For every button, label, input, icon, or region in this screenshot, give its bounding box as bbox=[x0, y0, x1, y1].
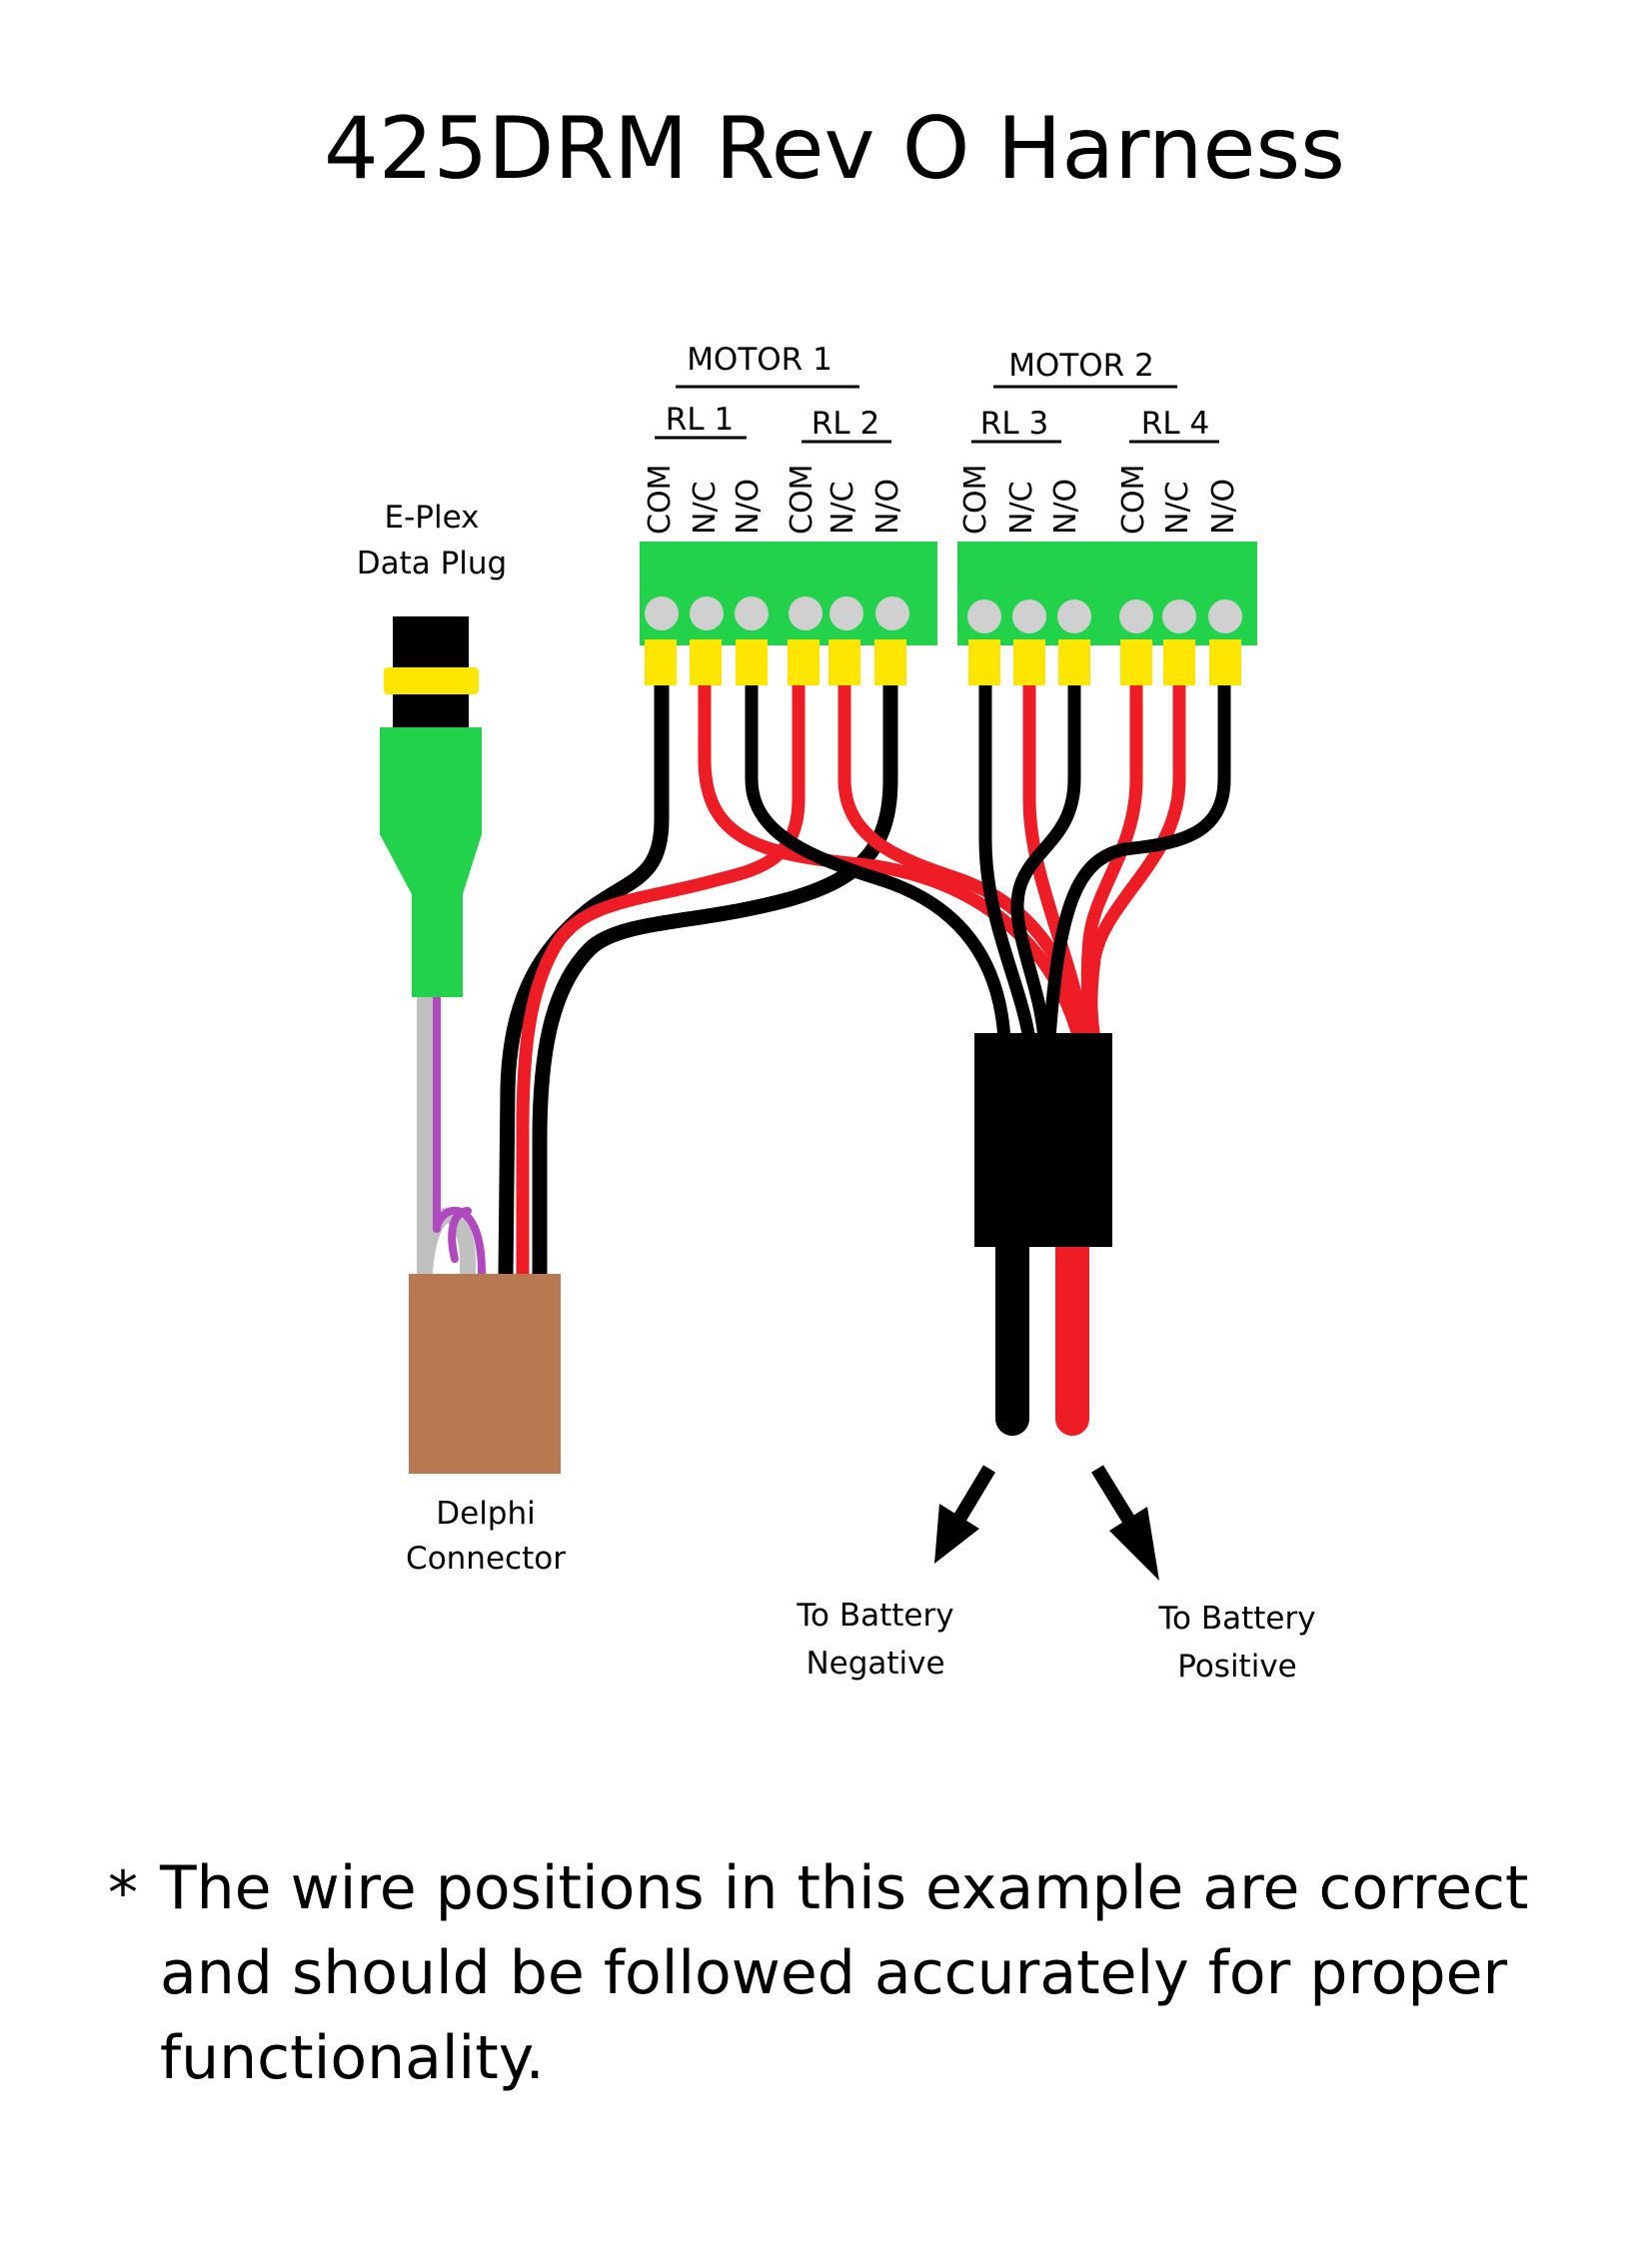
black-wire-com-3 bbox=[978, 672, 1036, 1046]
crimp-terminal bbox=[874, 639, 906, 685]
crimp-terminals bbox=[645, 639, 1241, 685]
pin-label-11: N/C bbox=[1160, 482, 1195, 536]
motor-1-label: MOTOR 1 bbox=[687, 342, 832, 378]
eplex-label-line-2: Data Plug bbox=[357, 546, 508, 581]
screw-terminal bbox=[1012, 599, 1046, 633]
pin-label-5: N/C bbox=[825, 482, 860, 536]
crimp-terminal bbox=[828, 639, 860, 685]
battery-negative-label-line-1: To Battery bbox=[796, 1598, 953, 1634]
eplex-label-line-1: E-Plex bbox=[385, 500, 480, 536]
terminal-block-motor-1 bbox=[640, 542, 937, 645]
pin-label-2: N/C bbox=[688, 482, 723, 536]
pin-label-1: COM bbox=[643, 465, 678, 535]
relay-3-label: RL 3 bbox=[980, 406, 1048, 442]
terminal-block-motor-2 bbox=[957, 542, 1257, 645]
crimp-terminal bbox=[788, 639, 820, 685]
screw-terminal bbox=[1208, 599, 1242, 633]
black-wire-rl2-to-delphi bbox=[532, 671, 898, 1282]
delphi-label-line-1: Delphi bbox=[436, 1496, 536, 1532]
screw-terminal bbox=[789, 596, 823, 630]
battery-negative-label-line-2: Negative bbox=[806, 1646, 944, 1682]
red-wire-rl3-nc bbox=[1022, 672, 1091, 1046]
black-wire-rl4-no bbox=[1042, 672, 1231, 1046]
motor-2-label: MOTOR 2 bbox=[1008, 348, 1154, 384]
heat-shrink-sleeve bbox=[974, 1033, 1112, 1247]
pin-label-4: COM bbox=[785, 465, 820, 535]
delphi-connector bbox=[409, 1274, 561, 1474]
screw-terminal bbox=[875, 596, 909, 630]
red-wire-rl1-nc bbox=[698, 672, 1086, 1046]
relay-wires bbox=[498, 671, 1231, 1282]
screw-terminal bbox=[1119, 599, 1153, 633]
black-wire-rl1-no bbox=[745, 672, 1011, 1046]
eplex-data-plug bbox=[380, 616, 482, 997]
relay-1-label: RL 1 bbox=[666, 402, 734, 438]
screw-terminal bbox=[645, 596, 679, 630]
relay-4-label: RL 4 bbox=[1141, 406, 1209, 442]
pin-label-7: COM bbox=[958, 465, 993, 535]
eplex-plug-body bbox=[380, 727, 482, 997]
eplex-plug-band bbox=[384, 667, 479, 694]
arrow-head bbox=[934, 1504, 979, 1564]
screw-terminal bbox=[1162, 599, 1196, 633]
battery-positive-label-line-2: Positive bbox=[1177, 1649, 1297, 1685]
arrow-to-battery-negative bbox=[934, 1465, 996, 1564]
pin-labels: COM N/C N/O COM N/C N/O COM N/C N/O COM … bbox=[643, 465, 1241, 535]
purple-wire-loop bbox=[448, 1207, 472, 1263]
pin-label-6: N/O bbox=[870, 479, 905, 535]
pin-label-9: N/O bbox=[1048, 479, 1083, 535]
terminal-block-body bbox=[957, 542, 1257, 645]
crimp-terminal bbox=[1163, 639, 1195, 685]
pin-label-8: N/C bbox=[1004, 482, 1039, 536]
screw-terminal bbox=[735, 596, 769, 630]
arrow-head bbox=[1109, 1507, 1159, 1581]
black-wire-rl3-no bbox=[1010, 672, 1081, 1046]
motor-1-header: MOTOR 1 RL 1 RL 2 bbox=[655, 342, 891, 444]
note-line-3: functionality. bbox=[160, 2023, 545, 2093]
red-wire-rl4-nc bbox=[1084, 672, 1186, 1046]
crimp-terminal bbox=[1013, 639, 1045, 685]
diagram-title: 425DRM Rev O Harness bbox=[324, 99, 1345, 199]
arrow-shaft bbox=[952, 1465, 996, 1523]
crimp-terminal bbox=[1120, 639, 1152, 685]
crimp-terminal bbox=[690, 639, 722, 685]
crimp-terminal bbox=[736, 639, 768, 685]
pin-label-3: N/O bbox=[731, 479, 766, 535]
battery-positive-label-line-1: To Battery bbox=[1157, 1601, 1315, 1637]
delphi-label-line-2: Connector bbox=[406, 1541, 566, 1577]
screw-terminal bbox=[829, 596, 863, 630]
motor-2-header: MOTOR 2 RL 3 RL 4 bbox=[971, 348, 1219, 444]
crimp-terminal bbox=[968, 639, 1000, 685]
crimp-terminal bbox=[1058, 639, 1090, 685]
pin-label-10: COM bbox=[1116, 465, 1151, 535]
gray-wire bbox=[417, 981, 477, 1287]
note-line-2: and should be followed accurately for pr… bbox=[160, 1938, 1508, 2008]
arrow-shaft bbox=[1091, 1465, 1135, 1525]
relay-2-label: RL 2 bbox=[812, 406, 879, 442]
note-bullet: * bbox=[108, 1858, 138, 1928]
red-wire-rl1-to-delphi bbox=[516, 672, 806, 1281]
crimp-terminal bbox=[1209, 639, 1241, 685]
pin-label-12: N/O bbox=[1206, 479, 1241, 535]
eplex-cable bbox=[417, 981, 486, 1287]
screw-terminal bbox=[1057, 599, 1091, 633]
screw-terminal bbox=[967, 599, 1001, 633]
arrow-to-battery-positive bbox=[1091, 1465, 1159, 1581]
note-line-1: The wire positions in this example are c… bbox=[159, 1853, 1529, 1923]
crimp-terminal bbox=[645, 639, 677, 685]
screw-terminal bbox=[690, 596, 724, 630]
